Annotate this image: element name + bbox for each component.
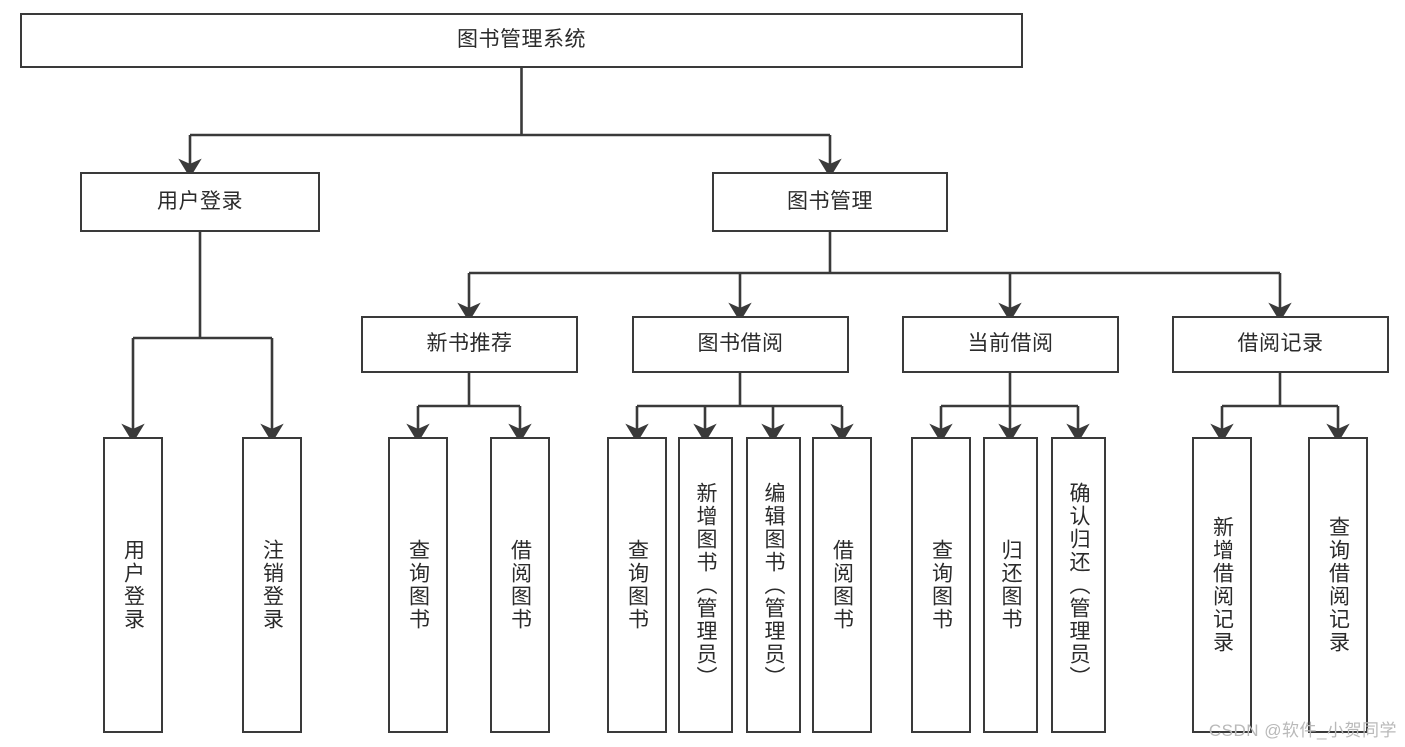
edge-group-current-borrow: [929, 373, 1090, 443]
leaf-label: 归还图书: [999, 539, 1022, 631]
node-book-management[interactable]: 图书管理: [712, 172, 948, 232]
node-new-book-recommend-label: 新书推荐: [426, 332, 513, 356]
leaf-label: 查询借阅记录: [1326, 516, 1350, 654]
leaf-label: 查询图书: [929, 539, 953, 631]
node-root-label: 图书管理系统: [457, 28, 586, 52]
leaf-current-borrow-return[interactable]: 归还图书: [983, 437, 1038, 733]
leaf-book-borrow-edit[interactable]: 编辑图书（管理员）: [746, 437, 801, 733]
leaf-current-borrow-query[interactable]: 查询图书: [911, 437, 971, 733]
leaf-borrow-record-query[interactable]: 查询借阅记录: [1308, 437, 1368, 733]
leaf-current-borrow-confirm[interactable]: 确认归还（管理员）: [1051, 437, 1106, 733]
node-book-borrow[interactable]: 图书借阅: [632, 316, 849, 373]
leaf-label: 注销登录: [260, 539, 284, 631]
leaf-label: 确认归还（管理员）: [1067, 481, 1090, 689]
edge-group-book-borrow: [625, 373, 854, 443]
edge-group-new-book: [406, 373, 532, 443]
leaf-book-borrow-query[interactable]: 查询图书: [607, 437, 667, 733]
node-book-management-label: 图书管理: [787, 189, 873, 213]
node-user-login-label: 用户登录: [157, 189, 243, 213]
leaf-new-book-borrow[interactable]: 借阅图书: [490, 437, 550, 733]
node-borrow-record-label: 借阅记录: [1237, 332, 1324, 356]
node-root[interactable]: 图书管理系统: [20, 13, 1023, 68]
leaf-label: 查询图书: [406, 539, 430, 631]
node-user-login[interactable]: 用户登录: [80, 172, 320, 232]
node-book-borrow-label: 图书借阅: [697, 332, 784, 356]
leaf-user-login-signin[interactable]: 用户登录: [103, 437, 163, 733]
leaf-label: 新增图书（管理员）: [694, 481, 717, 689]
leaf-label: 借阅图书: [508, 539, 532, 631]
node-current-borrow[interactable]: 当前借阅: [902, 316, 1119, 373]
edge-group-borrow-record: [1210, 373, 1350, 443]
leaf-label: 编辑图书（管理员）: [762, 481, 785, 689]
leaf-new-book-query[interactable]: 查询图书: [388, 437, 448, 733]
edge-group-root: [178, 68, 842, 178]
leaf-label: 借阅图书: [830, 539, 854, 631]
leaf-label: 用户登录: [121, 539, 145, 631]
leaf-label: 查询图书: [625, 539, 649, 631]
node-borrow-record[interactable]: 借阅记录: [1172, 316, 1389, 373]
node-current-borrow-label: 当前借阅: [967, 332, 1054, 356]
node-new-book-recommend[interactable]: 新书推荐: [361, 316, 578, 373]
leaf-book-borrow-borrow[interactable]: 借阅图书: [812, 437, 872, 733]
leaf-label: 新增借阅记录: [1210, 516, 1234, 654]
watermark-text: CSDN @软件_小贺同学: [1208, 721, 1397, 740]
leaf-borrow-record-add[interactable]: 新增借阅记录: [1192, 437, 1252, 733]
leaf-user-login-signout[interactable]: 注销登录: [242, 437, 302, 733]
leaf-book-borrow-add[interactable]: 新增图书（管理员）: [678, 437, 733, 733]
edge-group-user-login: [121, 232, 284, 443]
edge-group-book-management: [457, 232, 1292, 322]
